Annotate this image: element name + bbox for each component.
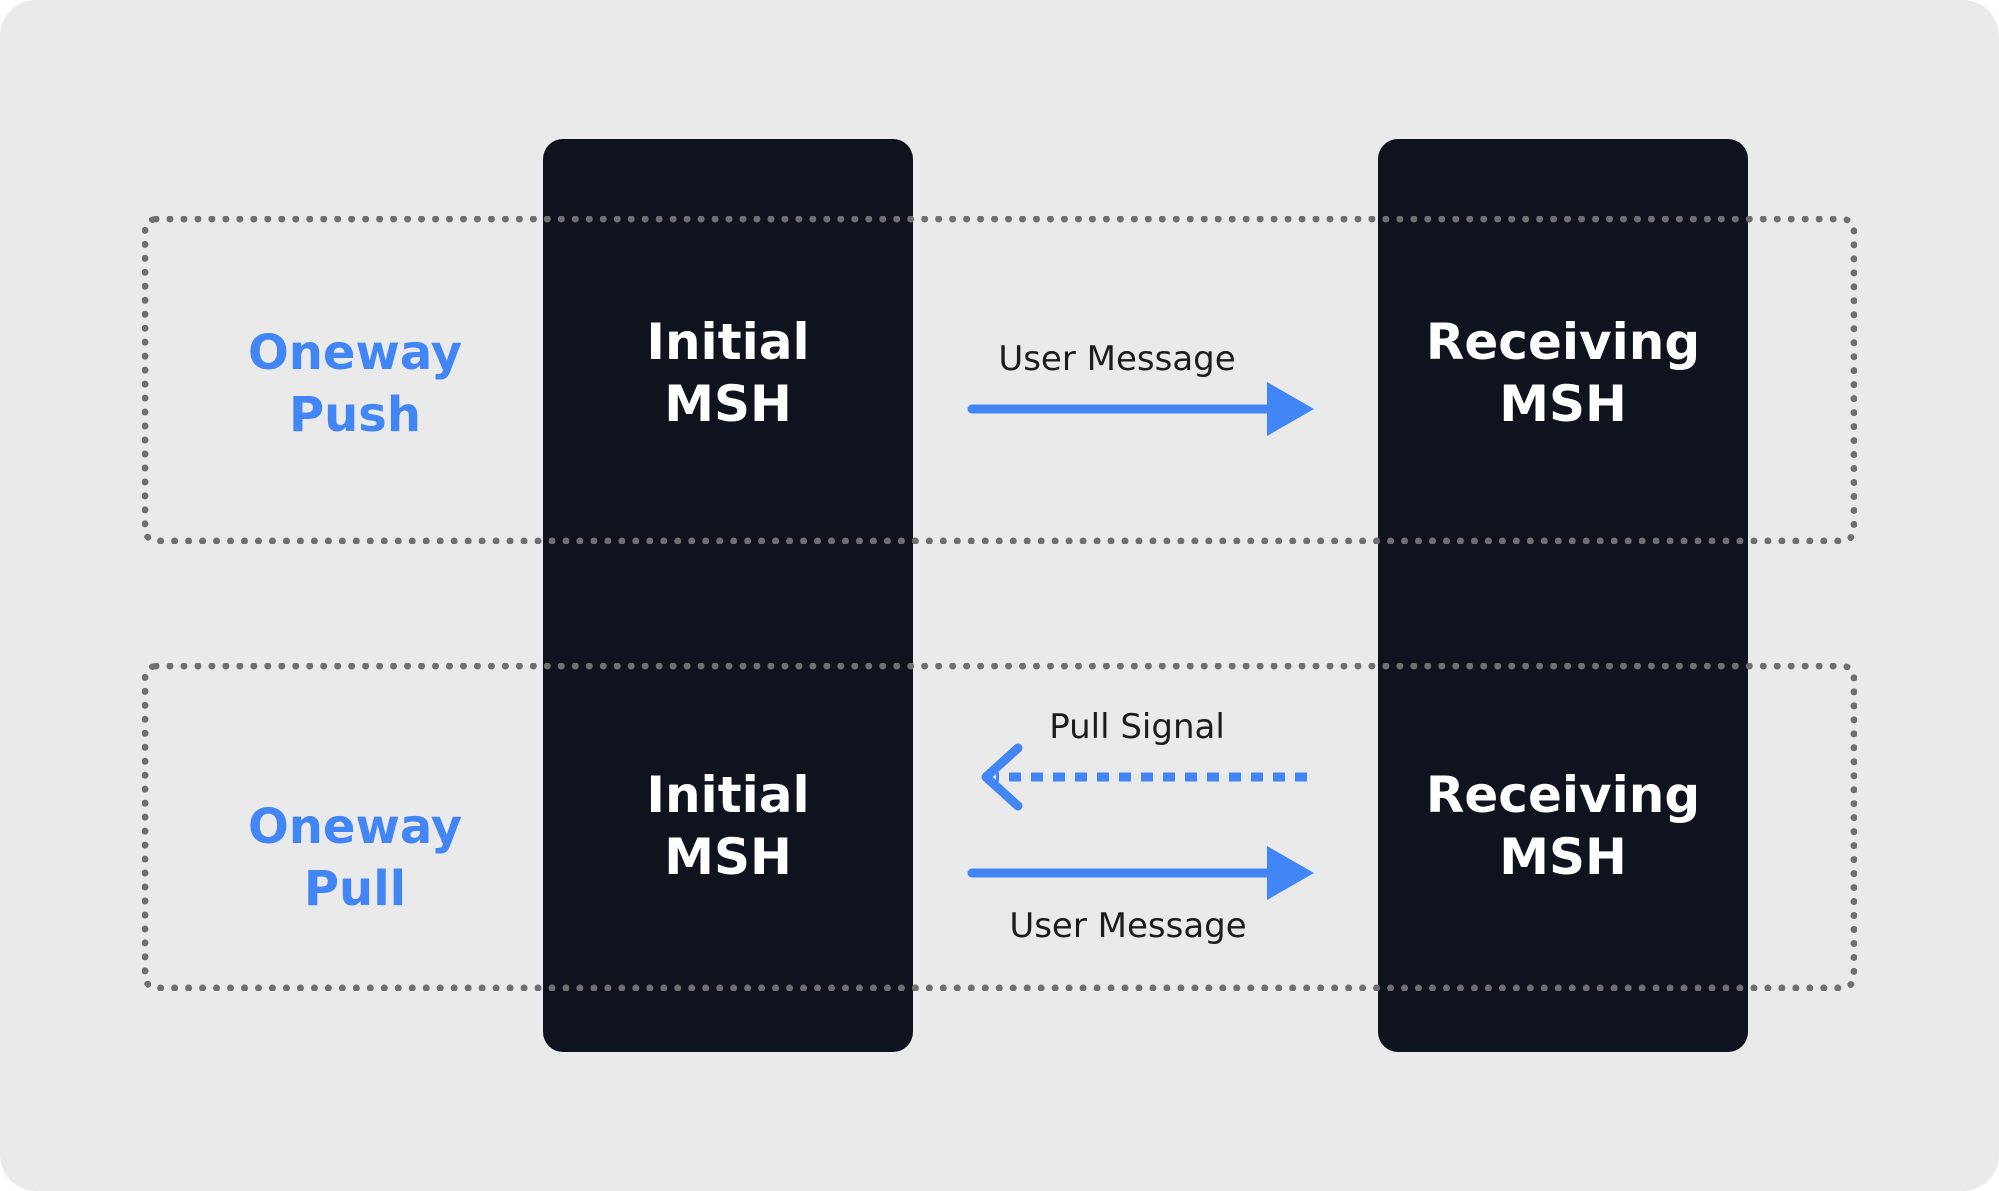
initial-msh-column	[543, 139, 913, 1052]
push-receiving-line1: Receiving	[1425, 313, 1701, 371]
oneway-pull-label: Oneway Pull	[247, 799, 463, 917]
pull-initial-line1: Initial	[646, 766, 810, 824]
push-initial-msh-label: Initial MSH	[543, 311, 913, 435]
receiving-msh-column	[1378, 139, 1748, 1052]
push-receiving-line2: MSH	[1499, 375, 1627, 433]
pull-receiving-line1: Receiving	[1425, 766, 1701, 824]
push-receiving-msh-label: Receiving MSH	[1378, 311, 1748, 435]
oneway-push-group	[142, 216, 1857, 544]
pull-initial-line2: MSH	[664, 828, 792, 886]
oneway-pull-group	[142, 663, 1857, 991]
pull-initial-msh-label: Initial MSH	[543, 764, 913, 888]
push-user-message-label: User Message	[998, 339, 1236, 379]
pull-user-message-label: User Message	[1009, 906, 1247, 946]
pull-receiving-msh-label: Receiving MSH	[1378, 764, 1748, 888]
pull-signal-label: Pull Signal	[1049, 707, 1225, 747]
push-initial-line1: Initial	[646, 313, 810, 371]
push-initial-line2: MSH	[664, 375, 792, 433]
pull-receiving-line2: MSH	[1499, 828, 1627, 886]
